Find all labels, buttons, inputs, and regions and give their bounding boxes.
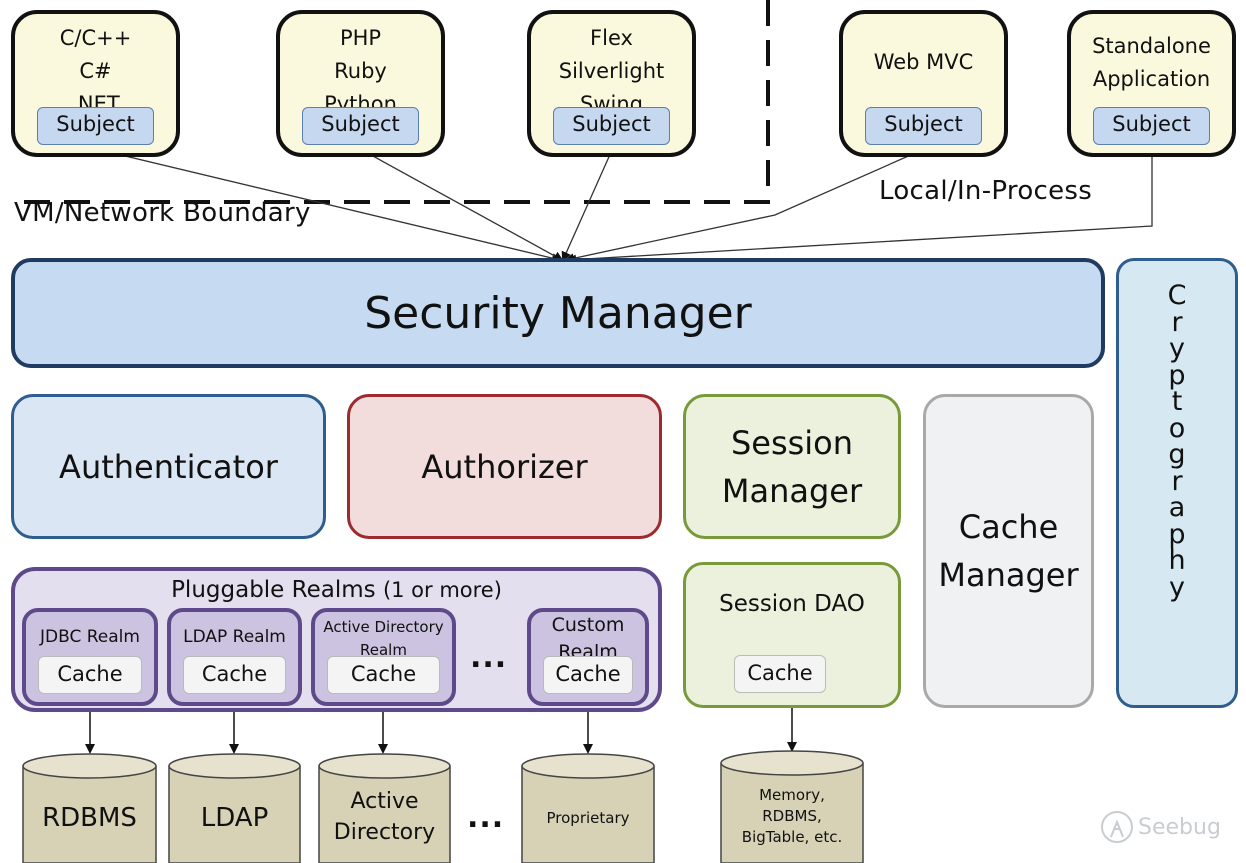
cryptography-letter: y xyxy=(1169,333,1185,364)
realm-ldap: LDAP Realm Cache xyxy=(167,608,302,706)
cryptography-letter: p xyxy=(1168,518,1186,550)
authorizer-label: Authorizer xyxy=(421,447,588,486)
datastore-label: RDBMS xyxy=(42,802,137,833)
subject-box: Subject xyxy=(302,107,419,145)
security-manager-label: Security Manager xyxy=(364,287,752,339)
session-dao-label: Session DAO xyxy=(719,591,865,617)
connector-client-2 xyxy=(361,149,564,261)
cryptography-letter: o xyxy=(1168,412,1186,444)
realm-label: JDBC Realm xyxy=(40,627,140,647)
realms-title-main: Pluggable Realms xyxy=(171,577,376,603)
client-language: Application xyxy=(1092,67,1211,91)
realm-cache: Cache xyxy=(183,656,286,694)
client-box-native: C/C++C#.NET Subject xyxy=(11,10,180,157)
realms-ellipsis: ... xyxy=(470,640,508,675)
cryptography-letter: a xyxy=(1168,492,1186,523)
connector-client-3 xyxy=(561,149,613,262)
realm-label: LDAP Realm xyxy=(183,627,286,647)
client-language: Flex xyxy=(590,26,633,50)
cryptography-letter: g xyxy=(1168,439,1186,470)
security-manager: Security Manager xyxy=(11,258,1105,368)
local-in-process-label: Local/In-Process xyxy=(879,176,1093,206)
authorizer-box: Authorizer xyxy=(347,394,662,539)
realms-title-suffix: (1 or more) xyxy=(382,578,502,602)
datastore-cylinder: Proprietary xyxy=(521,753,655,863)
datastore-label: Proprietary xyxy=(546,808,630,827)
datastore-label: LDAP xyxy=(200,802,269,833)
datastore-cylinder: RDBMS xyxy=(22,753,157,863)
client-language: PHP xyxy=(339,26,382,50)
cryptography-letter: r xyxy=(1171,465,1183,497)
datastores-ellipsis: ... xyxy=(467,800,505,835)
cryptography-letter: p xyxy=(1168,359,1186,391)
session-dao-cache: Cache xyxy=(734,655,826,693)
client-language: Silverlight xyxy=(558,59,665,83)
realm-cache: Cache xyxy=(38,656,142,694)
realms-title: Pluggable Realms (1 or more) xyxy=(15,577,658,603)
datastore-label: Memory, xyxy=(759,786,825,804)
realm-label: Active Directory xyxy=(323,618,444,636)
session-manager-label-line: Session xyxy=(730,423,854,462)
client-language: C# xyxy=(79,59,112,83)
cryptography-letter: C xyxy=(1167,280,1187,311)
authenticator-box: Authenticator xyxy=(11,394,326,539)
datastore-label: BigTable, etc. xyxy=(741,828,843,846)
watermark-text: Seebug xyxy=(1138,814,1221,840)
datastore-cylinder: LDAP xyxy=(168,753,301,863)
realm-jdbc: JDBC Realm Cache xyxy=(22,608,158,706)
subject-box: Subject xyxy=(37,107,154,145)
datastore-label: RDBMS, xyxy=(762,807,822,825)
subject-box: Subject xyxy=(553,107,670,145)
subject-box: Subject xyxy=(1093,107,1210,145)
authenticator-label: Authenticator xyxy=(59,447,278,486)
cryptography-letter: t xyxy=(1171,386,1183,417)
cryptography-letter: y xyxy=(1169,571,1185,603)
watermark: Seebug xyxy=(1100,810,1221,844)
seebug-logo-icon xyxy=(1101,811,1133,843)
client-box-web-mvc: Web MVC Subject xyxy=(839,10,1008,157)
connector-client-4 xyxy=(564,149,923,264)
subject-box: Subject xyxy=(865,107,982,145)
datastore-label: Active xyxy=(350,789,419,815)
client-language: Standalone xyxy=(1092,34,1211,58)
realm-cache: Cache xyxy=(543,656,633,694)
realm-label: Realm xyxy=(360,641,407,659)
realm-cache: Cache xyxy=(327,656,440,694)
realm-label: Custom xyxy=(551,614,625,636)
datastore-label: Directory xyxy=(333,820,436,845)
vm-boundary-label: VM/Network Boundary xyxy=(14,198,311,228)
cryptography-letter: h xyxy=(1168,545,1186,576)
cache-manager-label-line: Cache xyxy=(958,508,1059,546)
cache-manager-label-line: Manager xyxy=(938,556,1079,594)
datastore-cylinder: Memory, RDBMS, BigTable, etc. xyxy=(720,750,864,863)
vm-network-boundary-line xyxy=(14,0,770,204)
connector-client-1 xyxy=(99,149,562,264)
client-language: Ruby xyxy=(334,59,387,83)
cryptography-letter: r xyxy=(1171,306,1183,338)
session-manager-label-line: Manager xyxy=(721,471,863,510)
connector-client-5 xyxy=(566,150,1153,265)
session-dao-box: Session DAO Cache xyxy=(683,562,901,708)
client-language: Web MVC xyxy=(873,50,974,74)
client-language: C/C++ xyxy=(59,26,132,50)
